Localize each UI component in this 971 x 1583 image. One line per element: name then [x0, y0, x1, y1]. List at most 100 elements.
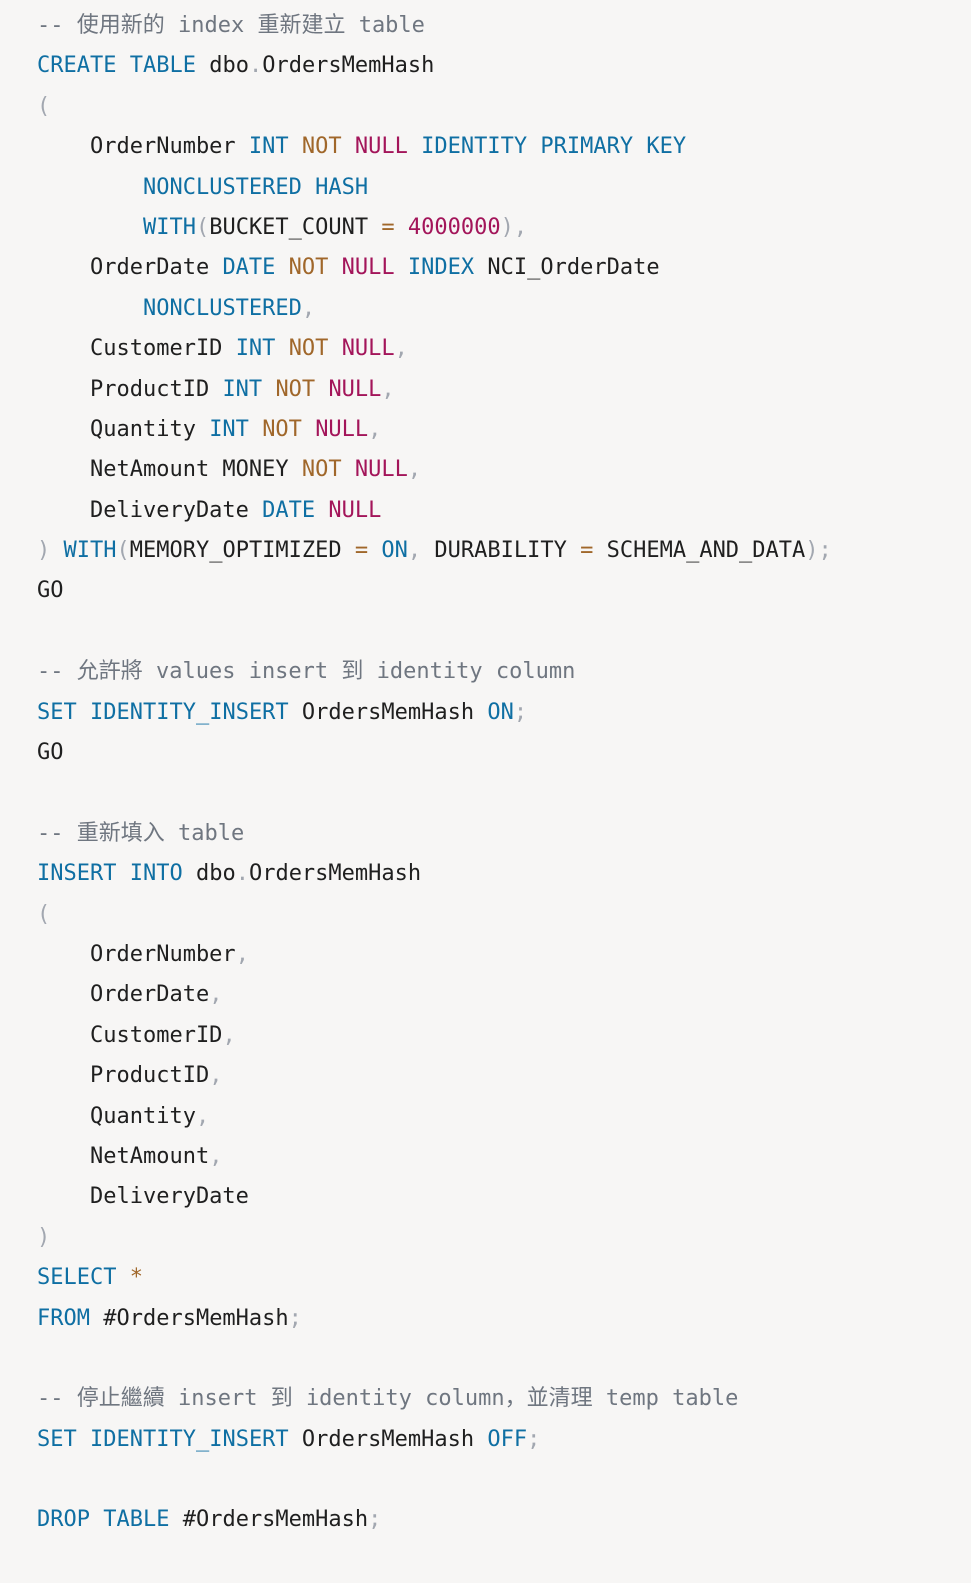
code-token: -- 停止繼續 insert 到 identity column，並清理 tem… [37, 1386, 739, 1412]
code-token: = [580, 538, 594, 564]
code-token: NONCLUSTERED [142, 295, 302, 321]
code-token: ( [37, 93, 51, 119]
code-token [342, 134, 355, 159]
code-token: DATE [262, 497, 316, 523]
code-token: ( [195, 214, 210, 240]
code-line: SET IDENTITY_INSERT OrdersMemHash ON; [37, 693, 971, 733]
code-token: NetAmount MONEY [37, 457, 302, 483]
code-line: CREATE TABLE dbo.OrdersMemHash [37, 46, 971, 86]
code-token: INDEX [407, 255, 475, 281]
code-token: IDENTITY [421, 134, 528, 160]
code-token [289, 134, 302, 159]
code-token: , [195, 1103, 210, 1129]
code-token: NULL [315, 416, 369, 442]
code-token: NULL [328, 376, 382, 402]
code-token: OFF [487, 1426, 528, 1452]
code-line: ( [37, 895, 971, 935]
code-token: OrdersMemHash [288, 699, 488, 725]
code-line: NetAmount, [37, 1137, 971, 1177]
code-token: OrderDate [37, 982, 210, 1008]
code-token: NULL [341, 255, 395, 281]
code-token: , [407, 538, 422, 564]
code-token [527, 134, 540, 159]
code-line: -- 使用新的 index 重新建立 table [37, 6, 971, 46]
code-line: DROP TABLE #OrdersMemHash; [37, 1500, 971, 1540]
code-token: ProductID [37, 1063, 210, 1089]
code-token [77, 700, 90, 725]
code-token: DROP [37, 1507, 90, 1533]
code-token: FROM [37, 1305, 90, 1331]
code-token: , [235, 941, 249, 967]
code-token: INSERT [37, 861, 117, 887]
code-token: = [381, 214, 395, 240]
code-token: HASH [315, 174, 369, 200]
code-token: TABLE [129, 53, 196, 79]
code-line [37, 1339, 971, 1379]
code-token [37, 175, 143, 200]
code-line: Quantity, [37, 1097, 971, 1137]
code-token: OrdersMemHash [248, 861, 422, 887]
code-token: NOT [301, 134, 342, 160]
code-token [395, 255, 408, 280]
code-token [90, 1507, 103, 1532]
code-line: INSERT INTO dbo.OrdersMemHash [37, 854, 971, 894]
code-line: OrderDate, [37, 975, 971, 1015]
code-token: INT [209, 416, 249, 442]
code-line: Quantity INT NOT NULL, [37, 410, 971, 450]
code-token: NULL [328, 497, 382, 523]
code-token: ) [37, 538, 51, 564]
code-token: INT [222, 376, 263, 402]
code-token: WITH [142, 214, 196, 240]
code-line: -- 允許將 values insert 到 identity column [37, 652, 971, 692]
code-token: NCI_OrderDate [474, 255, 660, 281]
code-token: NULL [354, 134, 408, 160]
code-token [328, 255, 341, 280]
code-token: , [368, 416, 382, 442]
code-token: BUCKET_COUNT [209, 214, 382, 240]
code-token: MEMORY_OPTIMIZED [129, 538, 355, 564]
code-token [315, 377, 328, 402]
code-token: NONCLUSTERED [142, 174, 302, 200]
code-token: GO [37, 578, 64, 604]
code-line: NONCLUSTERED, [37, 289, 971, 329]
code-line: ProductID, [37, 1056, 971, 1096]
code-token: ProductID [37, 376, 223, 402]
code-token: NOT [301, 457, 342, 483]
code-token: Quantity [37, 416, 210, 442]
code-token: , [209, 982, 223, 1008]
code-token: IDENTITY_INSERT [90, 699, 289, 725]
code-token: GO [37, 740, 64, 766]
code-token: . [235, 861, 249, 887]
code-token: CustomerID [37, 1022, 223, 1048]
code-token: WITH [63, 538, 117, 564]
code-token: SCHEMA_AND_DATA [593, 538, 806, 564]
code-token: ; [288, 1305, 302, 1331]
code-token: SET [37, 699, 77, 725]
code-line: ) WITH(MEMORY_OPTIMIZED = ON, DURABILITY… [37, 531, 971, 571]
code-token: CREATE [37, 53, 117, 79]
code-token: NULL [354, 457, 408, 483]
code-token: ON [487, 699, 514, 725]
code-token [262, 377, 275, 402]
code-line: NetAmount MONEY NOT NULL, [37, 450, 971, 490]
code-token: OrdersMemHash [288, 1426, 488, 1452]
code-line: ) [37, 1218, 971, 1258]
code-token [249, 417, 262, 442]
code-token: ; [527, 1426, 541, 1452]
code-token: ON [381, 538, 408, 564]
code-token: -- 使用新的 index 重新建立 table [37, 13, 425, 38]
code-token [275, 255, 288, 280]
code-token [37, 215, 143, 240]
code-token: , [209, 1063, 223, 1089]
code-token [342, 457, 355, 482]
code-token: NetAmount [37, 1143, 210, 1169]
code-token: -- 允許將 values insert 到 identity column [37, 659, 576, 685]
code-token: ) [37, 1224, 51, 1250]
code-token: DeliveryDate [37, 497, 263, 523]
code-token: OrdersMemHash [262, 53, 435, 79]
code-token: NOT [288, 336, 329, 362]
code-token: * [129, 1265, 143, 1291]
code-line: CustomerID INT NOT NULL, [37, 329, 971, 369]
